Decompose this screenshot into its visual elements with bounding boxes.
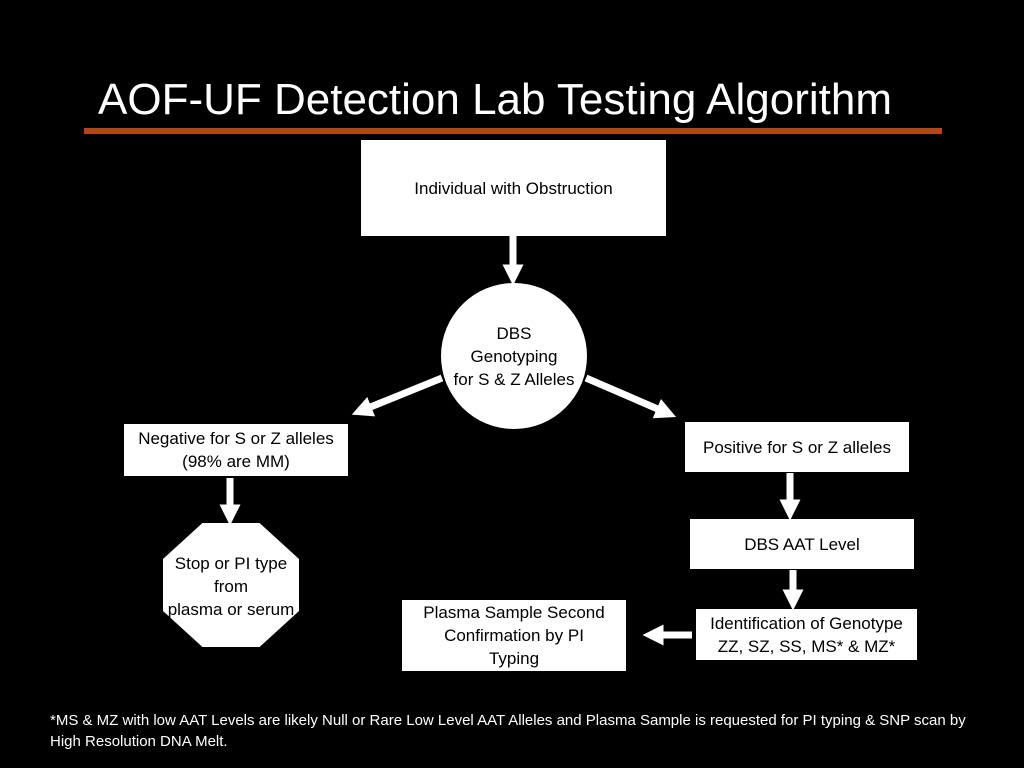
footnote: *MS & MZ with low AAT Levels are likely … bbox=[50, 712, 966, 750]
node-identification-genotype: Identification of Genotype ZZ, SZ, SS, M… bbox=[696, 609, 917, 660]
node-label: Identification of Genotype ZZ, SZ, SS, M… bbox=[710, 613, 903, 656]
node-label: DBS Genotyping for S & Z Alleles bbox=[453, 323, 575, 389]
node-positive-alleles: Positive for S or Z alleles bbox=[685, 422, 909, 472]
arrow-genotyping-to-positive bbox=[584, 374, 677, 419]
node-negative-alleles: Negative for S or Z alleles (98% are MM) bbox=[124, 424, 348, 476]
node-dbs-aat-level: DBS AAT Level bbox=[690, 519, 914, 569]
node-label: Negative for S or Z alleles (98% are MM) bbox=[138, 429, 334, 471]
node-dbs-genotyping: DBS Genotyping for S & Z Alleles bbox=[441, 283, 587, 429]
title-underline bbox=[84, 128, 942, 134]
node-label: Plasma Sample Second Confirmation by PI … bbox=[423, 603, 605, 668]
node-stop-octagon bbox=[163, 523, 299, 647]
arrow-genotyping-to-negative bbox=[351, 374, 444, 417]
stop-label: Stop or PI type from plasma or serum bbox=[167, 554, 295, 619]
node-label: Individual with Obstruction bbox=[414, 178, 613, 198]
node-label: DBS AAT Level bbox=[744, 534, 860, 554]
node-label: Positive for S or Z alleles bbox=[702, 437, 891, 457]
node-individual-with-obstruction: Individual with Obstruction bbox=[361, 140, 666, 236]
node-plasma-confirmation: Plasma Sample Second Confirmation by PI … bbox=[402, 600, 626, 671]
slide-title: AOF-UF Detection Lab Testing Algorithm bbox=[98, 75, 892, 124]
